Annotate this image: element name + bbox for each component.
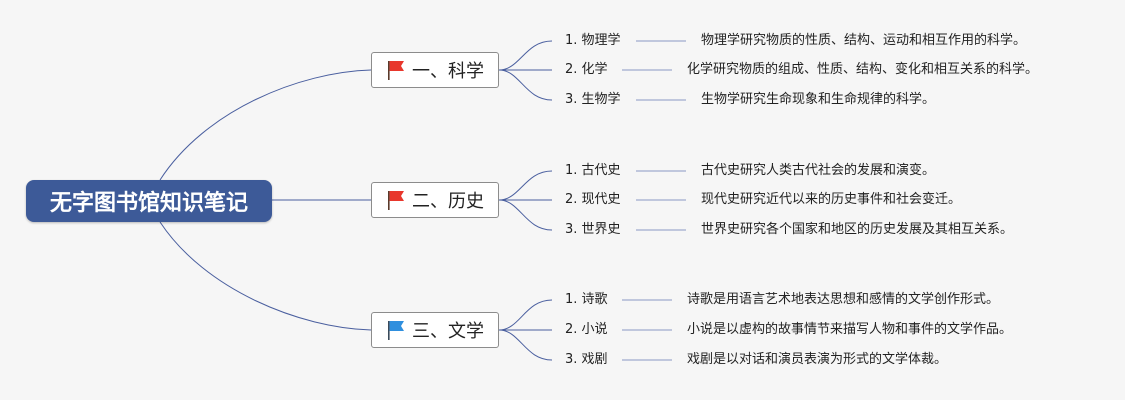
leaf-node-modern-history[interactable]: 2. 现代史 xyxy=(565,192,621,207)
branch-label: 三、文学 xyxy=(412,321,484,342)
leaf-node-novel[interactable]: 2. 小说 xyxy=(565,322,608,337)
leaf-node-biology[interactable]: 3. 生物学 xyxy=(565,92,621,107)
link-root-literature xyxy=(159,221,372,331)
link-history-ancient xyxy=(498,170,553,201)
leaf-desc-world-history: 世界史研究各个国家和地区的历史发展及其相互关系。 xyxy=(701,222,1014,237)
root-title: 无字图书馆知识笔记 xyxy=(49,191,248,216)
branch-node-science[interactable]: 一、科学 xyxy=(371,52,499,88)
leaf-node-poetry[interactable]: 1. 诗歌 xyxy=(565,292,608,307)
leaf-desc-poetry: 诗歌是用语言艺术地表达思想和感情的文学创作形式。 xyxy=(687,292,1000,307)
leaf-desc-chemistry: 化学研究物质的组成、性质、结构、变化和相互关系的科学。 xyxy=(687,62,1039,77)
link-science-physics xyxy=(498,40,553,71)
leaf-node-drama[interactable]: 3. 戏剧 xyxy=(565,352,608,367)
leaf-desc-drama: 戏剧是以对话和演员表演为形式的文学体裁。 xyxy=(687,352,948,367)
branch-label: 一、科学 xyxy=(412,61,484,82)
link-science-biology xyxy=(498,69,553,101)
leaf-node-chemistry[interactable]: 2. 化学 xyxy=(565,62,608,77)
leaf-desc-biology: 生物学研究生命现象和生命规律的科学。 xyxy=(701,92,936,107)
red-flag-icon xyxy=(388,191,404,210)
link-root-science xyxy=(159,69,372,181)
branch-label: 二、历史 xyxy=(412,191,484,212)
leaf-desc-physics: 物理学研究物质的性质、结构、运动和相互作用的科学。 xyxy=(701,33,1027,48)
leaf-node-world-history[interactable]: 3. 世界史 xyxy=(565,222,621,237)
root-node[interactable]: 无字图书馆知识笔记 xyxy=(26,180,272,222)
leaf-desc-ancient-history: 古代史研究人类古代社会的发展和演变。 xyxy=(701,163,936,178)
link-history-world xyxy=(498,199,553,231)
blue-flag-icon xyxy=(388,321,404,340)
leaf-node-ancient-history[interactable]: 1. 古代史 xyxy=(565,163,621,178)
leaf-node-physics[interactable]: 1. 物理学 xyxy=(565,33,621,48)
branch-node-literature[interactable]: 三、文学 xyxy=(371,312,499,348)
leaf-desc-novel: 小说是以虚构的故事情节来描写人物和事件的文学作品。 xyxy=(687,322,1013,337)
branch-node-history[interactable]: 二、历史 xyxy=(371,182,499,218)
link-literature-poetry xyxy=(498,299,553,331)
link-literature-drama xyxy=(498,329,553,361)
leaf-desc-modern-history: 现代史研究近代以来的历史事件和社会变迁。 xyxy=(701,192,962,207)
red-flag-icon xyxy=(388,61,404,80)
